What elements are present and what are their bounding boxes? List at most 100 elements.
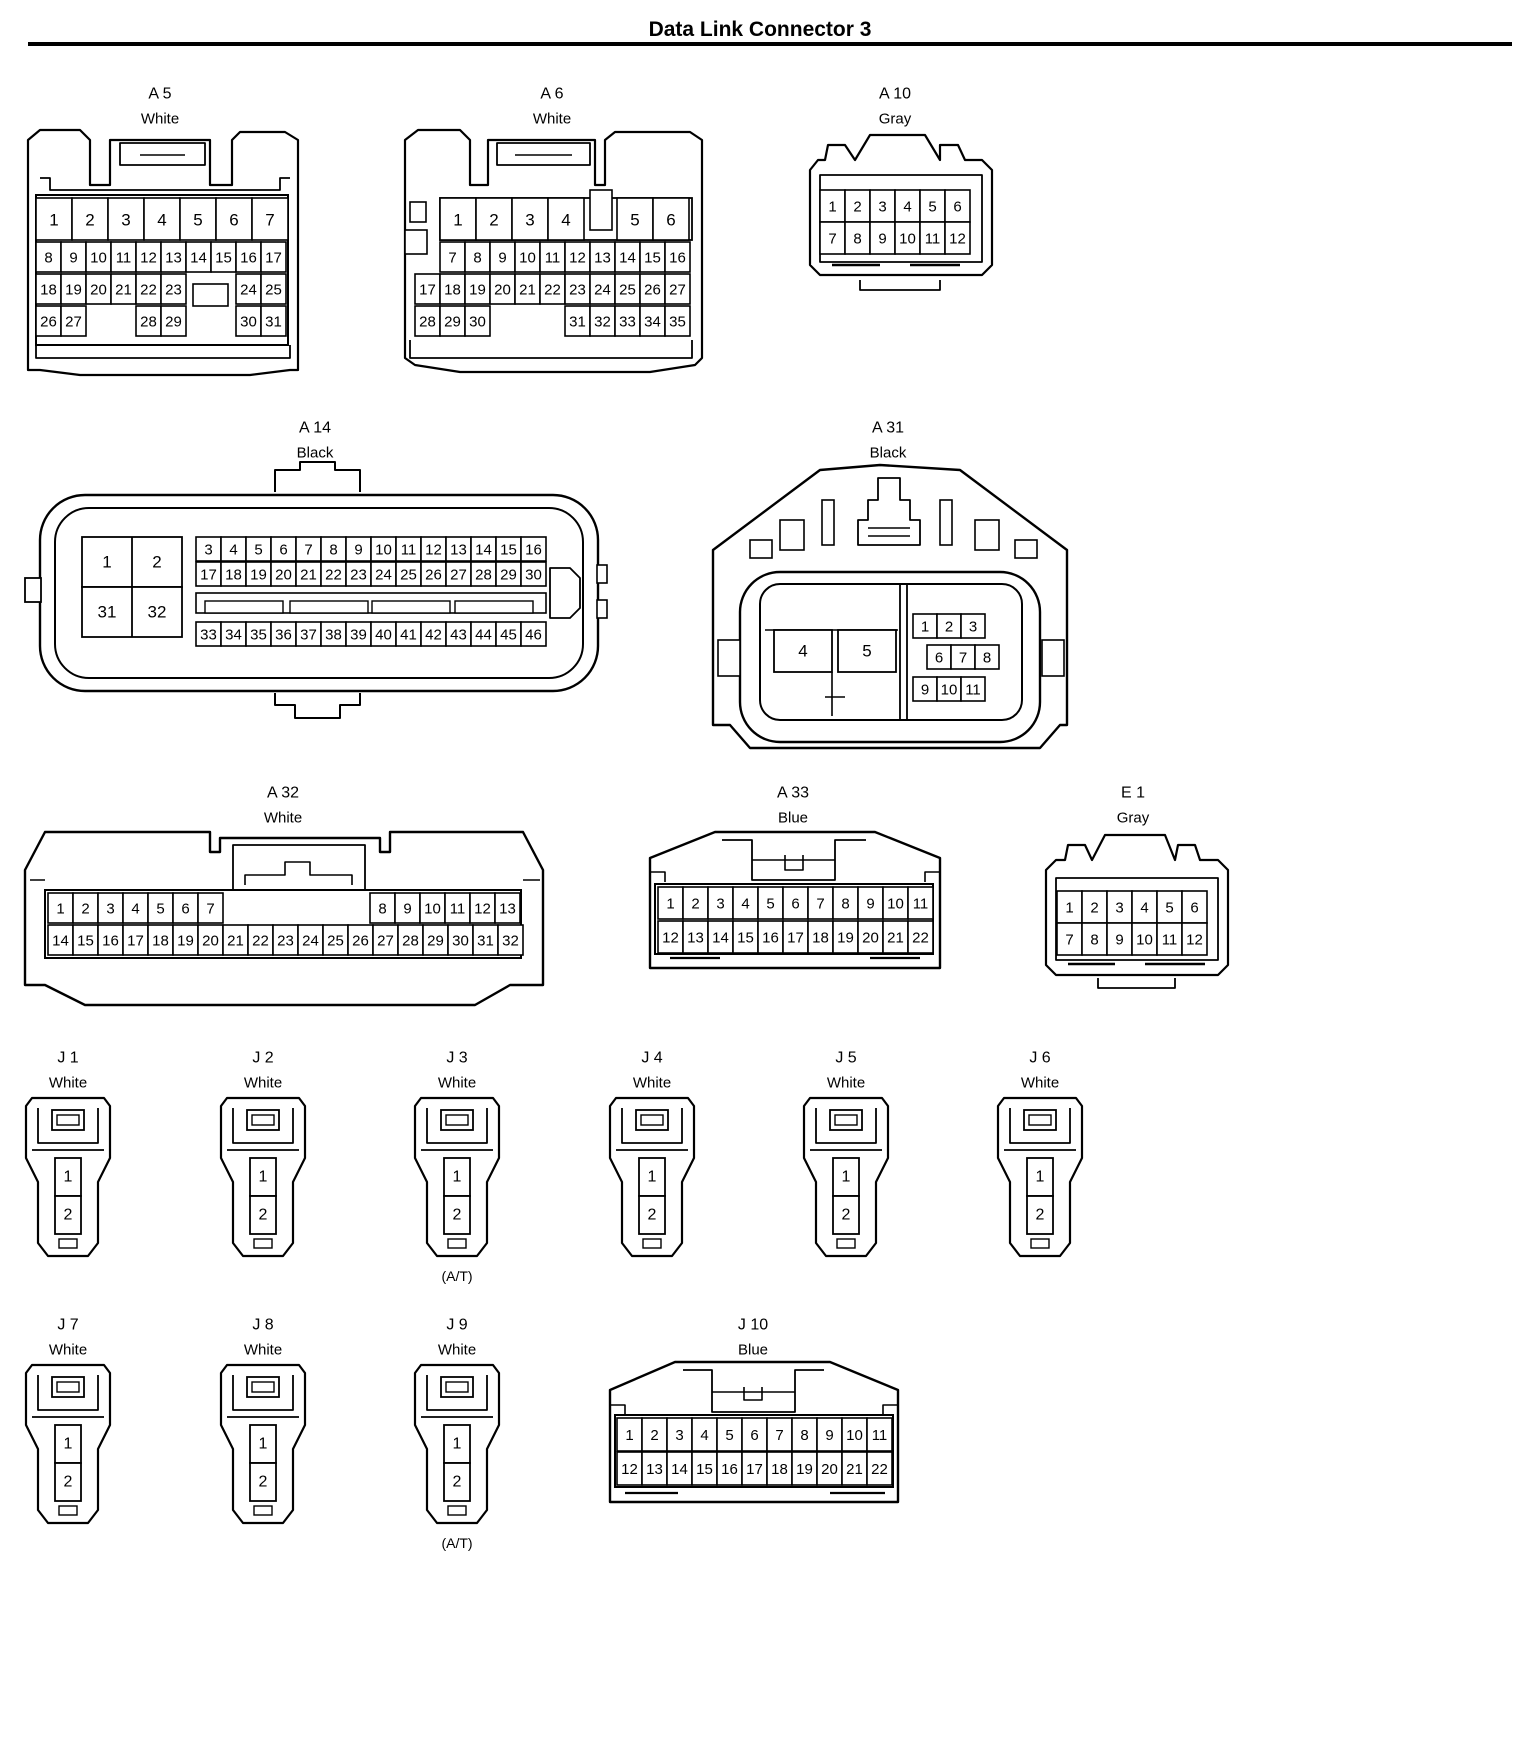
connector-color: Blue — [778, 810, 808, 827]
pin-cell — [614, 273, 641, 305]
connector-outline — [996, 1096, 1084, 1258]
latch-window — [445, 1114, 469, 1126]
pin-cell — [489, 273, 516, 305]
pin-3: 3 — [969, 619, 977, 636]
pin-cell — [270, 621, 297, 647]
pin-14: 14 — [712, 930, 729, 947]
connector-outline — [426, 1375, 488, 1411]
pin-cell — [295, 536, 322, 562]
key-slot — [454, 600, 534, 614]
pin-16: 16 — [721, 1461, 738, 1478]
connector-outline — [244, 861, 353, 885]
pin-10: 10 — [846, 1427, 863, 1444]
pin-cell — [443, 1195, 471, 1235]
pin-cell — [657, 920, 684, 954]
pin-6: 6 — [666, 211, 675, 230]
pin-19: 19 — [177, 933, 194, 950]
connector-color: White — [438, 1342, 476, 1359]
connector-outline — [868, 527, 910, 537]
pin-29: 29 — [165, 314, 182, 331]
pin-cell — [439, 241, 466, 273]
pin-cell — [110, 273, 137, 305]
pin-28: 28 — [402, 933, 419, 950]
pin-cell — [1181, 922, 1208, 956]
pin-2: 2 — [152, 553, 161, 572]
pin-2: 2 — [64, 1474, 73, 1491]
pin-cell — [664, 241, 691, 273]
pin-8: 8 — [44, 250, 52, 267]
pin-1: 1 — [666, 896, 674, 913]
pin-cell — [220, 621, 247, 647]
pin-12: 12 — [621, 1461, 638, 1478]
pin-cell — [1131, 922, 1158, 956]
pin-11: 11 — [450, 901, 466, 918]
connector-label: A 6 — [540, 86, 563, 103]
pin-cell — [147, 924, 174, 956]
connector-outline — [219, 1363, 307, 1525]
pin-15: 15 — [215, 250, 232, 267]
pin-18: 18 — [812, 930, 829, 947]
connector-color: White — [49, 1342, 87, 1359]
connector-label: A 5 — [148, 86, 171, 103]
pin-cell — [420, 561, 447, 587]
at-note: (A/T) — [441, 1535, 472, 1551]
pin-14: 14 — [475, 542, 492, 559]
pin-cell — [54, 1195, 82, 1235]
connector-outline — [857, 477, 921, 546]
pin-cell — [950, 644, 976, 670]
pin-cell — [179, 197, 217, 241]
pin-cell — [320, 561, 347, 587]
pin-cell — [320, 536, 347, 562]
connector-outline — [802, 1096, 890, 1258]
pin-22: 22 — [140, 282, 157, 299]
pin-8: 8 — [800, 1427, 808, 1444]
side-tab — [24, 577, 42, 603]
pin-cell — [832, 886, 859, 920]
pin-cell — [882, 886, 909, 920]
pin-cell — [666, 1417, 693, 1452]
pin-5: 5 — [254, 542, 262, 559]
pin-35: 35 — [250, 627, 267, 644]
key-slot — [58, 1238, 78, 1249]
connector-label: J 5 — [835, 1050, 856, 1067]
pin-13: 13 — [450, 542, 467, 559]
pin-9: 9 — [921, 682, 929, 699]
latch-window — [56, 1381, 80, 1393]
pin-5: 5 — [766, 896, 774, 913]
pin-cell — [919, 221, 946, 255]
connector-outline — [24, 1363, 112, 1525]
pin-10: 10 — [424, 901, 441, 918]
pin-28: 28 — [475, 567, 492, 584]
pin-cell — [857, 920, 884, 954]
pin-2: 2 — [853, 199, 861, 216]
pin-cell — [520, 536, 547, 562]
pin-cell — [641, 1451, 668, 1486]
pin-10: 10 — [375, 542, 392, 559]
pin-27: 27 — [65, 314, 82, 331]
pin-cell — [497, 924, 524, 956]
pin-45: 45 — [500, 627, 517, 644]
connector-color: Gray — [1117, 810, 1150, 827]
pin-21: 21 — [227, 933, 244, 950]
connector-outline — [232, 1375, 294, 1411]
pin-cell — [489, 241, 516, 273]
pin-42: 42 — [425, 627, 442, 644]
connector-outline — [759, 583, 1023, 721]
pin-6: 6 — [1190, 900, 1198, 917]
pin-34: 34 — [225, 627, 242, 644]
pin-21: 21 — [300, 567, 317, 584]
side-tab — [596, 564, 608, 584]
pin-cell — [472, 924, 499, 956]
pin-5: 5 — [862, 642, 871, 661]
pin-26: 26 — [425, 567, 442, 584]
connector-outline — [409, 340, 693, 359]
pin-1: 1 — [1065, 900, 1073, 917]
key-slot — [204, 600, 284, 614]
pin-cell — [514, 273, 541, 305]
